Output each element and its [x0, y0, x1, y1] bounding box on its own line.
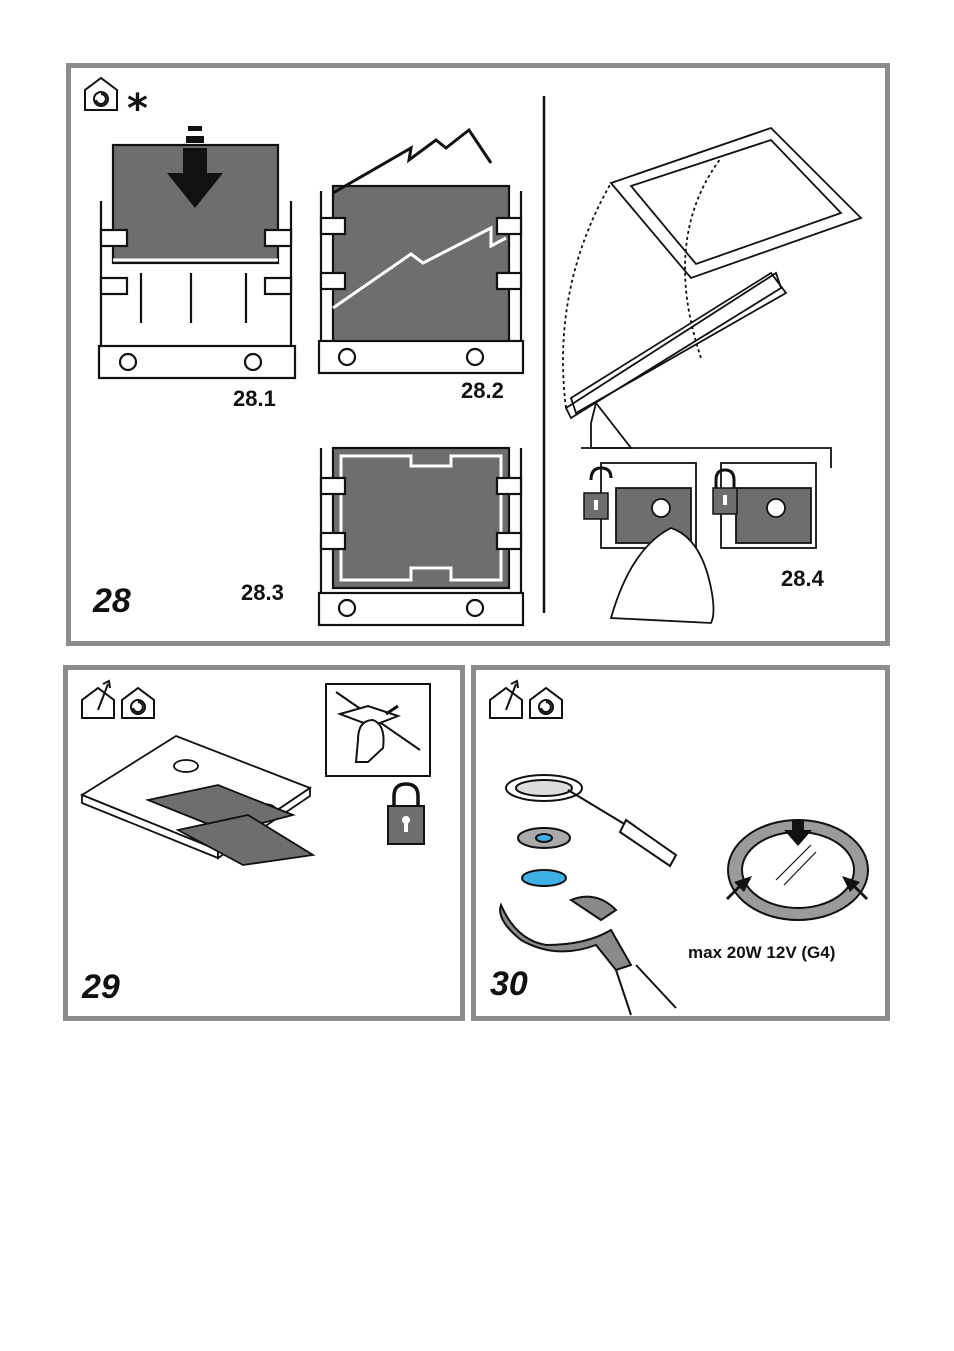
hood-underside [82, 736, 313, 865]
star-mark: * [127, 86, 148, 132]
hood-28-2 [319, 130, 523, 373]
lamp-lens [522, 870, 566, 886]
inset-latch-detail [326, 684, 430, 776]
screwdriver-icon [568, 790, 676, 866]
step-label-28-2: 28.2 [461, 378, 504, 404]
figure-number-30: 30 [490, 965, 528, 1004]
lamp-ring-outer [506, 775, 582, 801]
ducted-house-icon [82, 681, 114, 718]
figure-29-illustration [68, 670, 460, 1016]
recirculation-house-icon [85, 78, 117, 110]
figure-number-29: 29 [82, 968, 120, 1007]
ducted-house-icon [490, 681, 522, 718]
figure-30-illustration [476, 670, 885, 1016]
hood-28-3 [319, 448, 523, 625]
recirculation-house-icon [122, 688, 154, 718]
step-label-28-4: 28.4 [781, 566, 824, 592]
figure-28-panel: * 28.1 28.2 28.3 28.4 28 [66, 63, 890, 646]
figure-number-28: 28 [93, 582, 131, 621]
hood-exploded-28-4 [563, 128, 861, 623]
recirculation-house-icon [530, 688, 562, 718]
padlock-closed-icon [388, 784, 424, 844]
step-label-28-3: 28.3 [241, 580, 284, 606]
figure-30-panel: max 20W 12V (G4) 30 [471, 665, 890, 1021]
lamp-ring-inner [518, 828, 570, 848]
figure-28-illustration [71, 68, 885, 641]
figure-29-panel: 29 [63, 665, 465, 1021]
step-label-28-1: 28.1 [233, 386, 276, 412]
lamp-spec-label: max 20W 12V (G4) [688, 943, 835, 963]
